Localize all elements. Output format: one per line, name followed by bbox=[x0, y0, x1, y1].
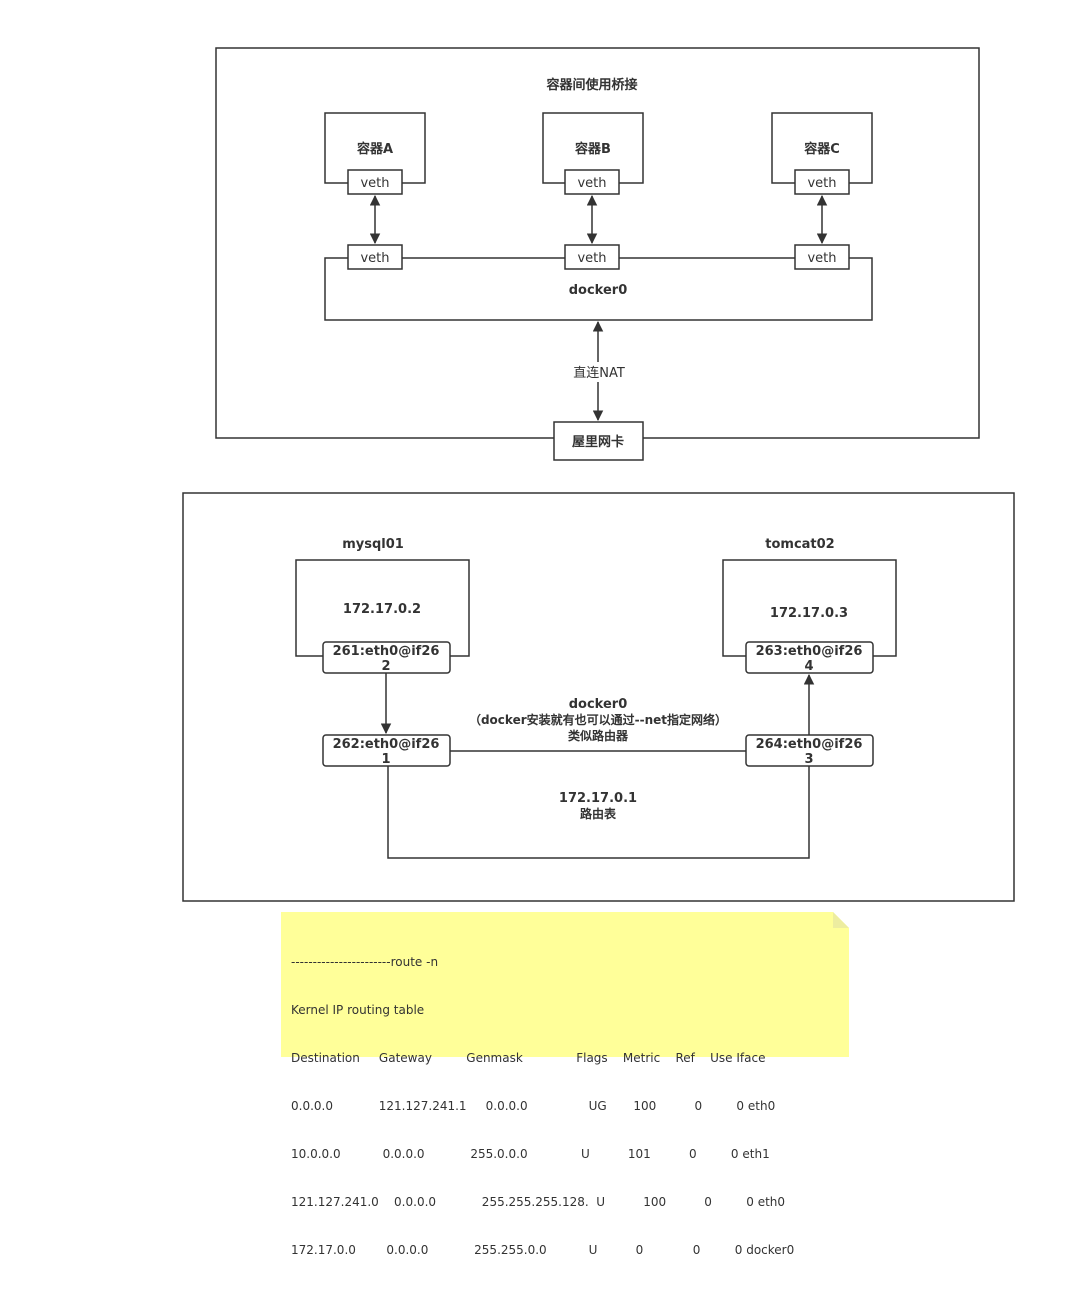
docker0-desc-line3: 类似路由器 bbox=[568, 728, 629, 743]
tomcat02-iface-box bbox=[745, 641, 874, 674]
route-line: Kernel IP routing table bbox=[291, 1003, 425, 1017]
routing-note: -----------------------route -n Kernel I… bbox=[281, 912, 849, 1257]
nat-label: 直连NAT bbox=[573, 365, 625, 381]
container-a-veth: veth bbox=[360, 176, 389, 191]
route-output: -----------------------route -n Kernel I… bbox=[291, 922, 794, 1290]
route-line: Destination Gateway Genmask Flags Metric… bbox=[291, 1051, 766, 1065]
bridge-iface-left-line1: 262:eth0@if26 bbox=[333, 737, 440, 752]
mysql01-iface-line2: 2 bbox=[381, 659, 390, 674]
docker0-label: docker0 bbox=[569, 283, 628, 298]
tomcat02-ip: 172.17.0.3 bbox=[770, 606, 848, 621]
bridge-veth-a: veth bbox=[360, 251, 389, 266]
container-b: 容器B veth bbox=[542, 112, 644, 195]
tomcat02-label: tomcat02 bbox=[765, 537, 834, 552]
note-fold-corner bbox=[833, 912, 849, 928]
bridge-iface-right-line2: 3 bbox=[804, 752, 813, 767]
nic-box bbox=[553, 421, 644, 461]
nic-label: 屋里网卡 bbox=[572, 434, 624, 450]
route-line: 0.0.0.0 121.127.241.1 0.0.0.0 UG 100 0 0… bbox=[291, 1099, 776, 1113]
container-a-label: 容器A bbox=[356, 141, 393, 157]
container-c-veth: veth bbox=[807, 176, 836, 191]
routing-loop-line bbox=[387, 766, 810, 859]
bridge-iface-right-box bbox=[745, 734, 874, 767]
bridge-title: 容器间使用桥接 bbox=[545, 77, 637, 93]
bridge-iface-right-line1: 264:eth0@if26 bbox=[756, 737, 863, 752]
mysql01-ip: 172.17.0.2 bbox=[343, 602, 421, 617]
route-line: 121.127.241.0 0.0.0.0 255.255.255.128. U… bbox=[291, 1195, 786, 1209]
tomcat02-iface-line1: 263:eth0@if26 bbox=[756, 644, 863, 659]
network-frame bbox=[182, 492, 1015, 902]
docker0-bridge-box bbox=[324, 257, 873, 321]
bridge-veth-c: veth bbox=[807, 251, 836, 266]
mysql01-box bbox=[295, 559, 470, 657]
container-c-label: 容器C bbox=[803, 141, 840, 157]
network-diagram: 容器间使用桥接 容器A veth 容器B veth 容器C veth docke… bbox=[182, 47, 1015, 902]
gateway-ip: 172.17.0.1 bbox=[559, 791, 637, 806]
mysql01-label: mysql01 bbox=[342, 537, 404, 552]
route-line: 10.0.0.0 0.0.0.0 255.0.0.0 U 101 0 0 eth… bbox=[291, 1147, 770, 1161]
tomcat02-box bbox=[722, 559, 897, 657]
route-line: -----------------------route -n bbox=[291, 955, 439, 969]
bridge-veth-c-box bbox=[794, 244, 850, 270]
bridge-veth-b: veth bbox=[577, 251, 606, 266]
bridge-iface-left-line2: 1 bbox=[381, 752, 390, 767]
bridge-veth-a-box bbox=[347, 244, 403, 270]
bridge-iface-left-box bbox=[322, 734, 451, 767]
docker0-desc-line1: docker0 bbox=[569, 697, 628, 712]
container-c: 容器C veth bbox=[771, 112, 873, 195]
docker0-desc-line2: （docker安装就有也可以通过--net指定网络） bbox=[469, 712, 727, 727]
tomcat02-iface-line2: 4 bbox=[804, 659, 813, 674]
container-b-veth: veth bbox=[577, 176, 606, 191]
route-line: 172.17.0.0 0.0.0.0 255.255.0.0 U 0 0 0 d… bbox=[291, 1243, 795, 1257]
note-background bbox=[281, 912, 849, 1057]
bridge-veth-b-box bbox=[564, 244, 620, 270]
routing-table-label: 路由表 bbox=[580, 806, 617, 821]
container-b-label: 容器B bbox=[574, 141, 611, 157]
container-a: 容器A veth bbox=[324, 112, 426, 195]
mysql01-iface-line1: 261:eth0@if26 bbox=[333, 644, 440, 659]
